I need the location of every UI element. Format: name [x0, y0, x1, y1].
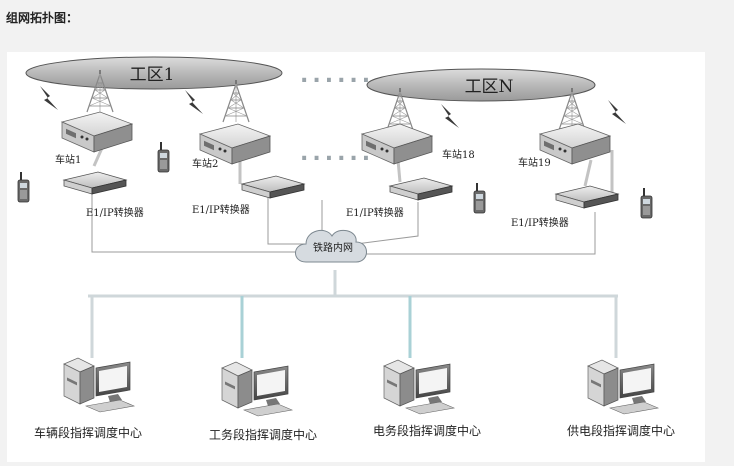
center-2-label: 工务段指挥调度中心 [209, 427, 317, 442]
wireless-bolt-icon [185, 90, 203, 114]
zone-n: 工区N [366, 68, 596, 102]
station-19-label: 车站19 [518, 156, 551, 169]
handheld-radio-icon [473, 182, 486, 214]
station-ellipsis: ...... [300, 141, 374, 166]
handheld-radio-icon [640, 187, 653, 219]
station-18-label: 车站18 [442, 148, 475, 161]
converter-18-label: E1/IP转换器 [346, 206, 404, 219]
zone-1: 工区1 [25, 56, 283, 90]
center-3-label: 电务段指挥调度中心 [373, 423, 481, 438]
converter-1-icon [63, 171, 127, 195]
center-4-label: 供电段指挥调度中心 [567, 423, 675, 438]
wireless-bolt-icon [441, 104, 459, 128]
station-1-device-icon [61, 111, 133, 153]
converter-19-label: E1/IP转换器 [511, 216, 569, 229]
station-2-label: 车站2 [192, 157, 218, 170]
handheld-radio-icon [17, 171, 30, 203]
network-label: 铁路内网 [313, 241, 353, 254]
zone-ellipsis: ...... [300, 63, 374, 88]
center-1-label: 车辆段指挥调度中心 [34, 425, 142, 440]
center-3-computer-icon [383, 359, 455, 415]
converter-1-label: E1/IP转换器 [86, 206, 144, 219]
converter-19-icon [555, 185, 619, 209]
converter-2-label: E1/IP转换器 [192, 203, 250, 216]
railway-intranet-cloud: 铁路内网 [295, 229, 367, 263]
zone-n-label: 工区N [465, 77, 514, 97]
station-2-device-icon [199, 123, 271, 165]
converter-2-icon [241, 175, 305, 199]
handheld-radio-icon [157, 141, 170, 173]
wireless-bolt-icon [40, 86, 58, 110]
lan-lines [88, 270, 618, 358]
diagram-heading: 组网拓扑图： [6, 11, 79, 25]
center-4-computer-icon [587, 359, 659, 415]
center-1-computer-icon [63, 357, 135, 413]
zone-1-label: 工区1 [130, 65, 175, 85]
station-1-label: 车站1 [55, 153, 81, 166]
center-2-computer-icon [221, 361, 293, 417]
wireless-bolt-icon [608, 100, 626, 124]
